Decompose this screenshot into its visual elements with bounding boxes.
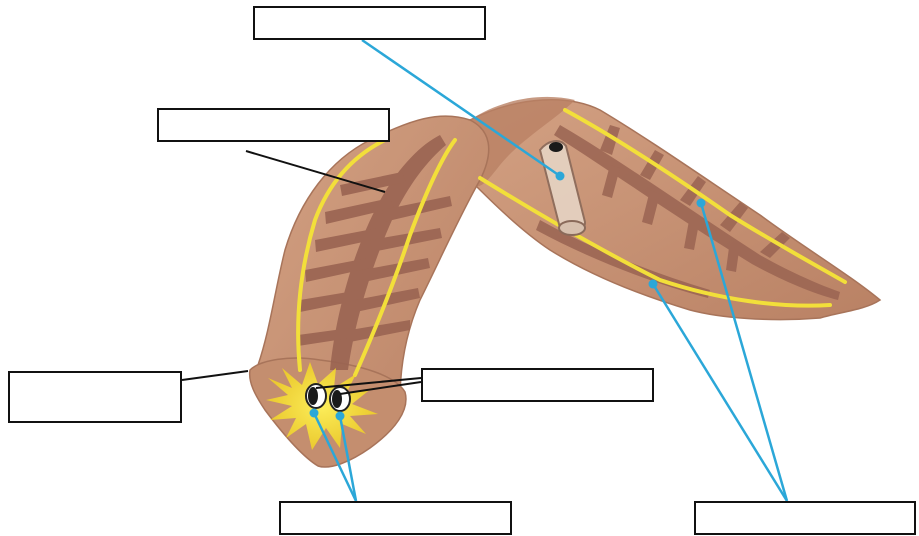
label-box-eyespots[interactable] <box>421 368 654 402</box>
dot-sense-b <box>336 412 345 421</box>
label-box-brain-ganglia[interactable] <box>8 371 182 423</box>
label-box-gastrovascular-cavity[interactable] <box>157 108 390 142</box>
dot-nerve-b <box>649 280 658 289</box>
dot-pharynx <box>556 172 565 181</box>
leader-brain <box>182 371 248 380</box>
label-box-sensory-structures[interactable] <box>279 501 512 535</box>
dot-sense-a <box>310 409 319 418</box>
label-box-nerve-cords[interactable] <box>694 501 916 535</box>
label-box-pharynx[interactable] <box>253 6 486 40</box>
dot-nerve-a <box>697 199 706 208</box>
